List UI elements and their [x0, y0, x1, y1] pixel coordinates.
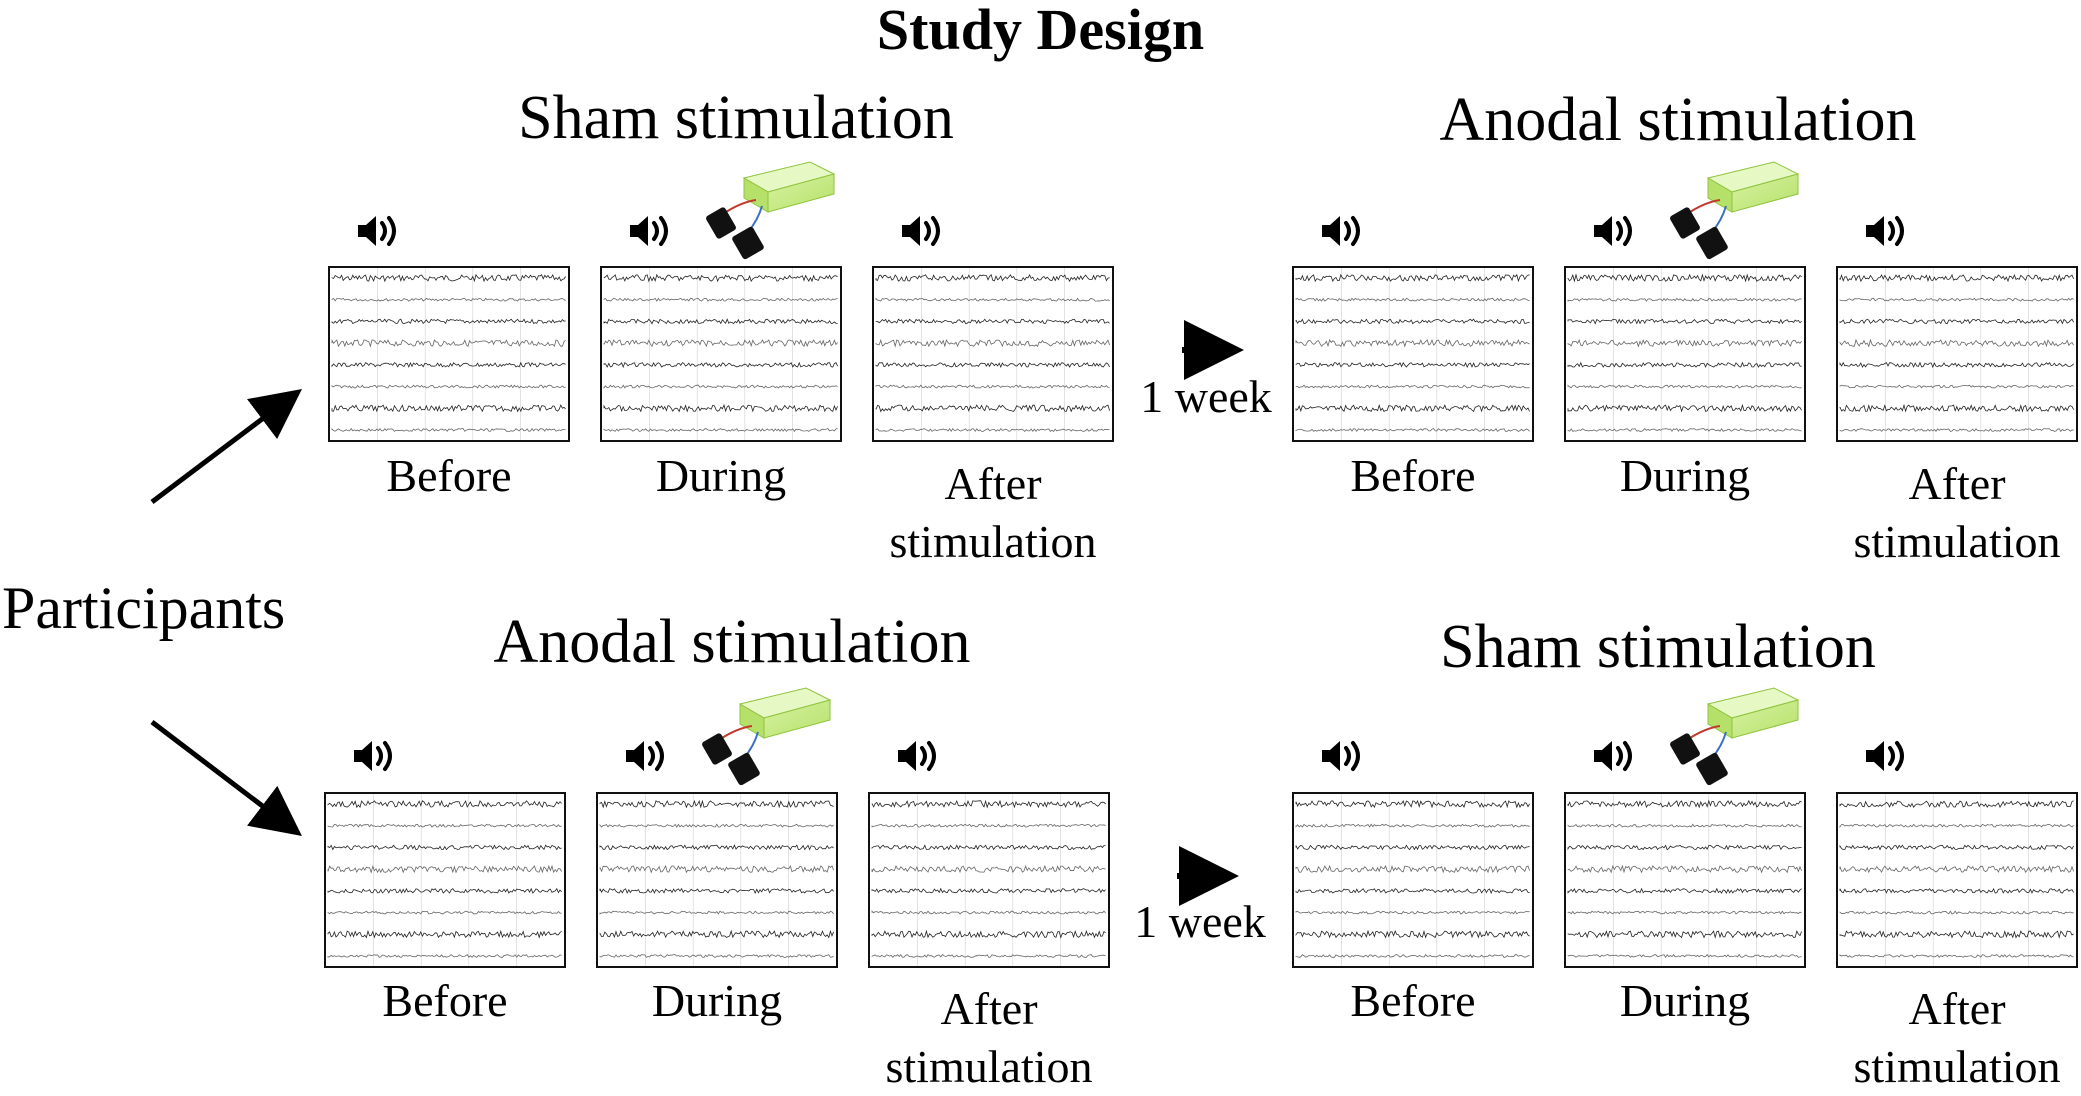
row-2-condition-2-before-eeg-panel: [1292, 792, 1534, 968]
row-1-condition-2-after-speaker-glyph-icon: [1866, 216, 1904, 246]
row-1-condition-1-during-eeg-panel: [600, 266, 842, 442]
row-1-condition-1-during-stimulator-glyph-icon: [706, 161, 836, 260]
row-1-condition-1-before-eeg-traces: [331, 268, 566, 440]
row-2-condition-2-after-speaker-glyph-icon: [1866, 741, 1904, 771]
row-2-condition-2-during-eeg-panel: [1564, 792, 1806, 968]
row-2-condition-2-before-speaker-icon: [1320, 738, 1368, 774]
label-line: stimulation: [1853, 516, 2061, 567]
row-1-condition-2-during-stimulator-icon: [1670, 156, 1802, 260]
row-1-condition-1-during-label: During: [655, 450, 787, 501]
row-1-condition-1-after-speaker-glyph-icon: [902, 216, 940, 246]
diagram-title: Study Design: [876, 0, 1205, 62]
arrow-to-row-1-icon: [150, 388, 302, 504]
row-1-condition-1-after-eeg-panel: [872, 266, 1114, 442]
row-2-condition-2-after-eeg-panel: [1836, 792, 2078, 968]
row-2-condition-1-before-eeg-traces: [327, 794, 562, 966]
row-1-condition-1-before-speaker-icon: [356, 213, 404, 249]
row-1-condition-1-after-speaker-icon: [900, 213, 948, 249]
row-1-condition-2-after-eeg-panel: [1836, 266, 2078, 442]
row-2-condition-2-during-label: During: [1619, 975, 1751, 1026]
row-2-condition-1-during-stimulator-icon: [702, 682, 834, 786]
row-2-condition-1-during-label: During: [651, 975, 783, 1026]
label-line: stimulation: [1853, 1041, 2061, 1092]
row-2-condition-2-during-stimulator-glyph-icon: [1670, 687, 1800, 786]
row-2-condition-1-after-label: After stimulation: [859, 980, 1119, 1096]
row-2-condition-2-before-eeg-traces: [1295, 794, 1530, 966]
row-1-condition-1-during-speaker-glyph-icon: [630, 216, 668, 246]
label-line: stimulation: [885, 1041, 1093, 1092]
row-2-week-label: 1 week: [1134, 896, 1266, 947]
row-1-condition-2-before-speaker-glyph-icon: [1322, 216, 1360, 246]
label-line: After: [1908, 983, 2006, 1034]
row-2-condition-1-before-speaker-icon: [352, 738, 400, 774]
row-2-condition-2-during-eeg-traces: [1567, 794, 1802, 966]
row-2-condition-2-during-speaker-glyph-icon: [1594, 741, 1632, 771]
row-1-condition-2-during-eeg-traces: [1567, 268, 1802, 440]
row-1-condition-2-during-label: During: [1619, 450, 1751, 501]
row-2-condition-2-before-label: Before: [1350, 975, 1476, 1026]
row-1-condition-1-during-speaker-icon: [628, 213, 676, 249]
row-2-condition-1-after-eeg-traces: [871, 794, 1106, 966]
row-2-condition-1-during-eeg-traces: [599, 794, 834, 966]
row-2-condition-2-during-speaker-icon: [1592, 738, 1640, 774]
row-1-condition-2-before-speaker-icon: [1320, 213, 1368, 249]
row-1-condition-1-during-stimulator-icon: [706, 156, 838, 260]
row-2-condition-1-title: Anodal stimulation: [493, 608, 971, 676]
row-2-condition-1-before-speaker-glyph-icon: [354, 741, 392, 771]
row-1-condition-2-before-label: Before: [1350, 450, 1476, 501]
row-2-condition-2-after-eeg-traces: [1839, 794, 2074, 966]
row-1-condition-1-before-eeg-panel: [328, 266, 570, 442]
arrow-to-row-2-icon: [150, 720, 302, 837]
row-1-condition-2-during-stimulator-glyph-icon: [1670, 161, 1800, 260]
label-line: After: [940, 983, 1038, 1034]
row-1-condition-1-after-eeg-traces: [875, 268, 1110, 440]
row-1-condition-2-during-eeg-panel: [1564, 266, 1806, 442]
label-line: stimulation: [889, 516, 1097, 567]
label-line: After: [1908, 458, 2006, 509]
row-1-condition-2-during-speaker-icon: [1592, 213, 1640, 249]
row-1-condition-2-before-eeg-traces: [1295, 268, 1530, 440]
row-1-condition-2-title: Anodal stimulation: [1439, 86, 1917, 154]
row-2-condition-2-during-stimulator-icon: [1670, 682, 1802, 786]
row-1-condition-1-after-label: After stimulation: [863, 455, 1123, 571]
row-2-condition-2-after-speaker-icon: [1864, 738, 1912, 774]
row-1-condition-1-during-eeg-traces: [603, 268, 838, 440]
row-2-condition-1-during-speaker-glyph-icon: [626, 741, 664, 771]
label-line: After: [944, 458, 1042, 509]
row-1-condition-2-after-label: After stimulation: [1827, 455, 2081, 571]
row-2-condition-2-after-label: After stimulation: [1827, 980, 2081, 1096]
row-2-condition-1-during-eeg-panel: [596, 792, 838, 968]
row-1-condition-2-after-eeg-traces: [1839, 268, 2074, 440]
row-2-condition-1-during-stimulator-glyph-icon: [702, 687, 832, 786]
row-1-condition-2-during-speaker-glyph-icon: [1594, 216, 1632, 246]
row-2-condition-1-after-speaker-glyph-icon: [898, 741, 936, 771]
row-1-condition-1-title: Sham stimulation: [518, 84, 954, 152]
row-2-condition-1-before-label: Before: [382, 975, 508, 1026]
row-1-condition-2-after-speaker-icon: [1864, 213, 1912, 249]
row-2-condition-1-after-eeg-panel: [868, 792, 1110, 968]
row-2-condition-1-after-speaker-icon: [896, 738, 944, 774]
row-2-condition-1-during-speaker-icon: [624, 738, 672, 774]
row-2-condition-2-title: Sham stimulation: [1440, 613, 1876, 681]
row-1-condition-1-before-label: Before: [386, 450, 512, 501]
row-2-condition-2-before-speaker-glyph-icon: [1322, 741, 1360, 771]
row-2-condition-1-before-eeg-panel: [324, 792, 566, 968]
row-1-condition-1-before-speaker-glyph-icon: [358, 216, 396, 246]
participants-label: Participants: [2, 575, 286, 641]
row-1-condition-2-before-eeg-panel: [1292, 266, 1534, 442]
row-1-week-label: 1 week: [1140, 371, 1272, 422]
